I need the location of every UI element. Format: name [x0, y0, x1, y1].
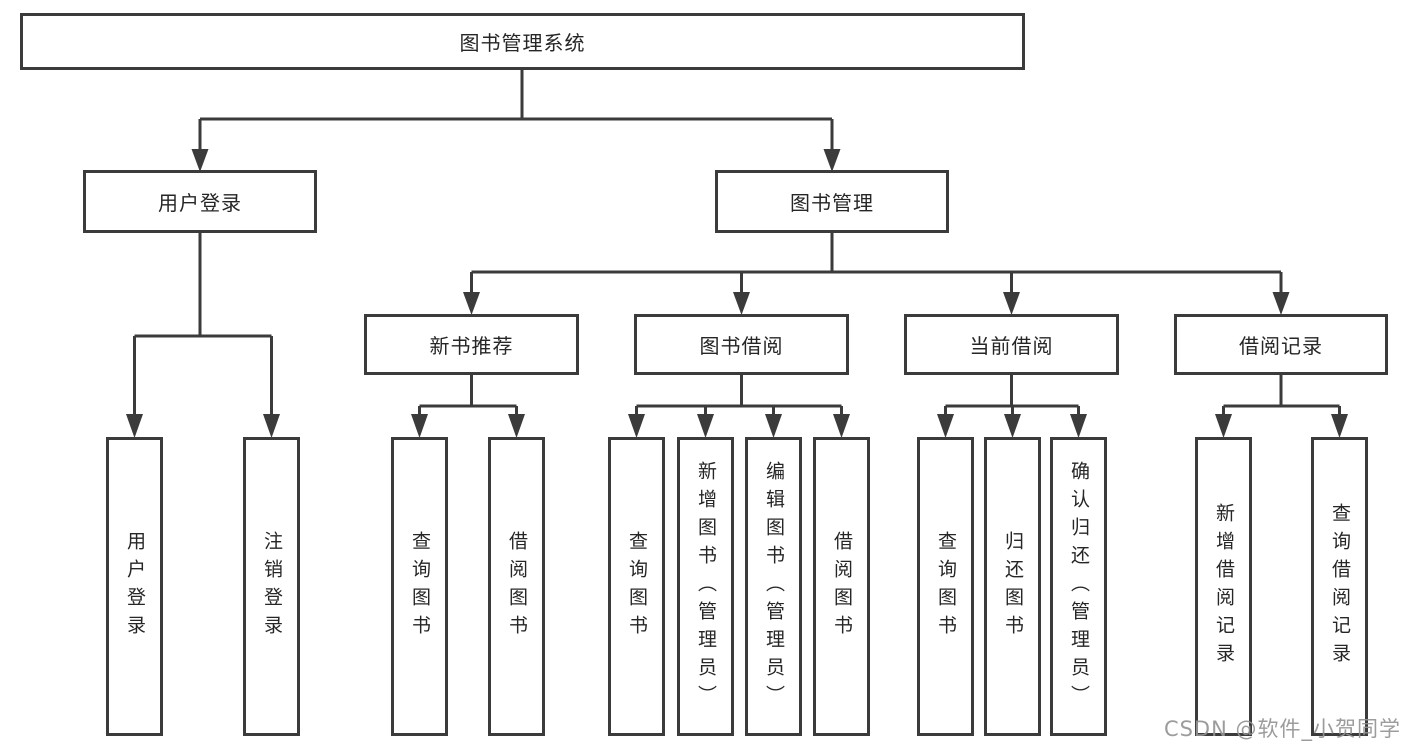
node-label: 图书管理系统	[459, 31, 586, 55]
connector-borrow-records-to-leaves	[1215, 375, 1348, 438]
node-borrowing-records: 借阅记录	[1174, 314, 1388, 375]
connector-root-to-level2	[191, 70, 841, 172]
connector-current-borrowing-to-leaves	[937, 375, 1087, 438]
node-label: 当前借阅	[969, 334, 1054, 358]
leaf-confirm-return-admin: 确认归还（管理员）	[1050, 437, 1107, 736]
leaf-return-book: 归还图书	[984, 437, 1041, 736]
node-label: 编辑图书（管理员）	[763, 460, 785, 713]
node-book-management: 图书管理	[715, 170, 949, 233]
leaf-add-book-admin: 新增图书（管理员）	[677, 437, 734, 736]
node-label: 借阅记录	[1239, 334, 1323, 358]
watermark: CSDN @软件_小贺同学	[1163, 717, 1401, 741]
node-label: 图书管理	[790, 191, 874, 215]
node-label: 借阅图书	[506, 530, 528, 643]
node-label: 新书推荐	[429, 334, 514, 358]
leaf-borrow-books-borrow: 借阅图书	[813, 437, 870, 736]
node-label: 新增图书（管理员）	[695, 460, 717, 713]
leaf-add-borrow-record: 新增借阅记录	[1195, 437, 1252, 736]
connector-book-borrowing-to-leaves	[628, 375, 850, 438]
connector-new-book-to-leaves	[411, 375, 525, 438]
leaf-query-books-recommend: 查询图书	[391, 437, 448, 736]
node-label: 确认归还（管理员）	[1068, 460, 1090, 713]
node-label: 查询图书	[626, 530, 648, 643]
node-label: 用户登录	[158, 191, 242, 215]
node-label: 借阅图书	[831, 530, 853, 643]
node-label: 查询图书	[935, 530, 957, 643]
node-label: 新增借阅记录	[1213, 502, 1235, 671]
leaf-edit-book-admin: 编辑图书（管理员）	[745, 437, 802, 736]
leaf-logout: 注销登录	[243, 437, 300, 736]
node-label: 查询借阅记录	[1329, 502, 1351, 671]
node-label: 图书借阅	[699, 334, 784, 358]
node-root: 图书管理系统	[20, 13, 1025, 70]
connector-book-management-to-level3	[463, 233, 1290, 315]
node-book-borrowing: 图书借阅	[634, 314, 849, 375]
node-label: 归还图书	[1002, 530, 1024, 643]
node-current-borrowing: 当前借阅	[904, 314, 1119, 375]
connector-user-login-to-leaves	[126, 233, 280, 438]
leaf-user-login: 用户登录	[106, 437, 163, 736]
node-label: 用户登录	[124, 530, 146, 643]
leaf-query-books-borrow: 查询图书	[608, 437, 665, 736]
leaf-query-borrow-record: 查询借阅记录	[1311, 437, 1368, 736]
leaf-borrow-books-recommend: 借阅图书	[488, 437, 545, 736]
leaf-query-books-current: 查询图书	[917, 437, 974, 736]
node-label: 查询图书	[409, 530, 431, 643]
node-user-login-branch: 用户登录	[83, 170, 317, 233]
node-label: 注销登录	[261, 530, 283, 643]
node-new-book-recommendation: 新书推荐	[364, 314, 579, 375]
